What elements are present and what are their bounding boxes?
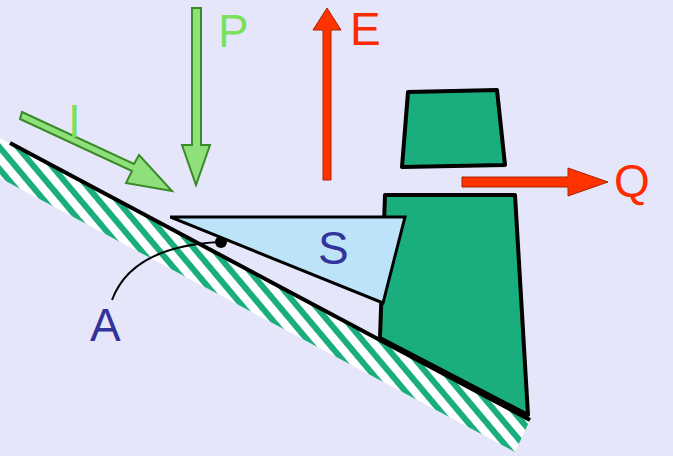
inflow-arrow [20,112,172,191]
ground-hatching [0,138,530,452]
evaporation-arrow [313,8,341,180]
ground-line [10,143,530,420]
inflow-label: I [68,98,81,144]
precipitation-arrow [182,8,210,185]
water-shape [170,215,407,305]
water-storage: S [170,215,407,305]
storage-label: S [318,225,349,271]
outflow-arrow [462,168,608,196]
area-label: A [90,302,121,348]
evaporation-label: E [350,6,381,52]
leader-line [112,242,220,300]
precipitation-label: P [218,8,249,54]
outflow-label: Q [614,158,650,204]
dam-top [402,90,505,167]
